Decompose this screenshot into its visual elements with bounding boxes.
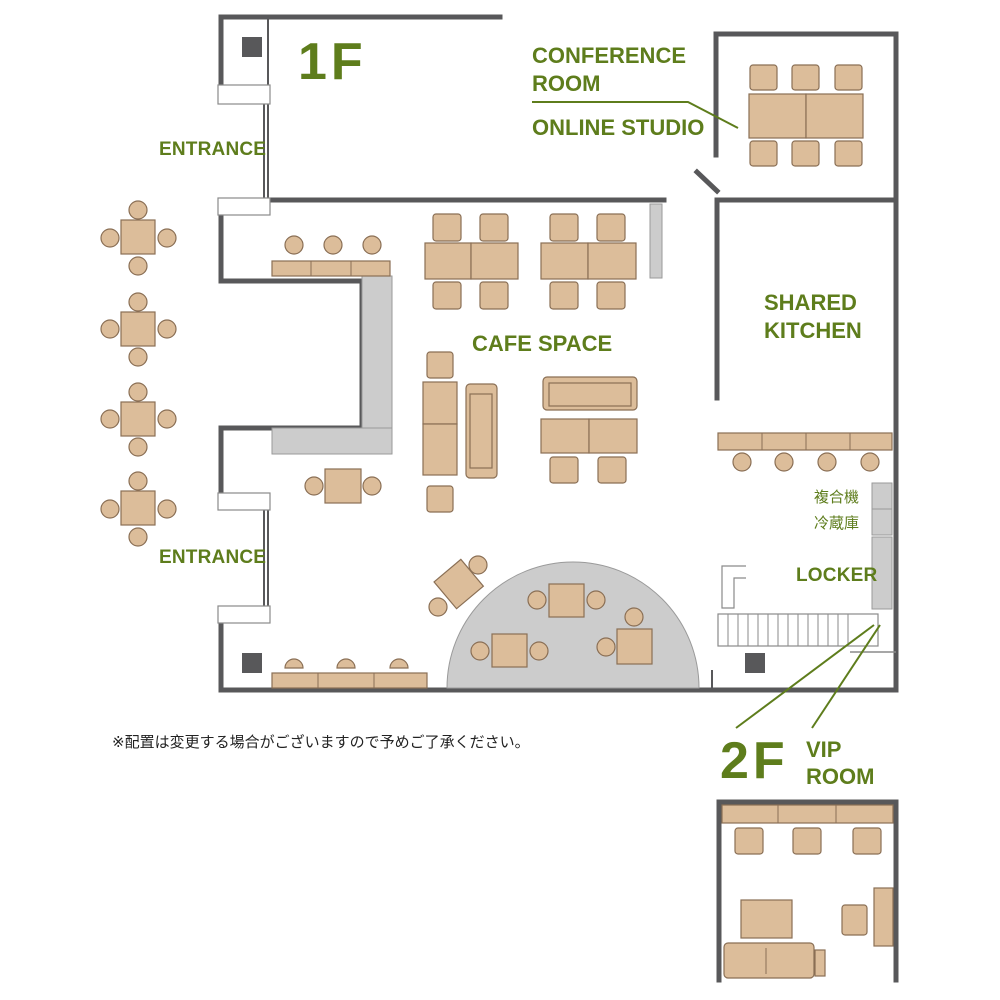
semicircle-table-1 <box>527 583 606 618</box>
counter-bottom <box>271 658 428 689</box>
sofa-group-right <box>540 376 638 484</box>
floor-1f-label: 1F <box>298 33 367 91</box>
shared-kitchen-label-line1: SHARED <box>764 290 857 315</box>
terrace-table-4 <box>100 471 177 547</box>
cafe-table-right <box>540 213 637 310</box>
entrance-top-label: ENTRANCE <box>159 139 267 160</box>
online-studio-label: ONLINE STUDIO <box>532 115 705 140</box>
floor-2f-label: 2F <box>720 732 789 790</box>
entrance-bottom-label: ENTRANCE <box>159 547 267 568</box>
terrace-table-1 <box>100 200 177 276</box>
vip-room <box>716 799 899 983</box>
small-table-rotated <box>428 555 488 617</box>
sofa-group-left <box>422 351 498 513</box>
leader-lines <box>532 101 881 729</box>
appliances <box>721 482 893 610</box>
counter-left-top <box>271 235 391 277</box>
small-table-1 <box>304 468 382 504</box>
conference-room-label-line2: ROOM <box>532 71 601 96</box>
semicircle-table-2 <box>470 633 549 668</box>
shared-kitchen-label-line2: KITCHEN <box>764 318 862 343</box>
copier-label: 複合機 <box>814 488 860 506</box>
cafe-space-label: CAFE SPACE <box>472 331 613 356</box>
vip-room-label-line1: VIP <box>806 737 842 762</box>
counter-kitchen <box>717 432 893 472</box>
cafe-table-left <box>424 213 519 310</box>
semicircle-table-3 <box>596 607 653 665</box>
vip-room-label-line2: ROOM <box>806 764 875 789</box>
staircase <box>717 613 896 653</box>
layout-change-note: ※配置は変更する場合がございますので予めご了承ください。 <box>112 733 530 751</box>
fridge-label: 冷蔵庫 <box>814 514 860 532</box>
conference-room-furniture <box>748 64 864 167</box>
terrace-table-2 <box>100 292 177 367</box>
terrace-table-3 <box>100 382 177 457</box>
terrace-tables <box>100 200 177 547</box>
conference-room-label-line1: CONFERENCE <box>532 43 687 68</box>
locker-label: LOCKER <box>796 565 878 586</box>
